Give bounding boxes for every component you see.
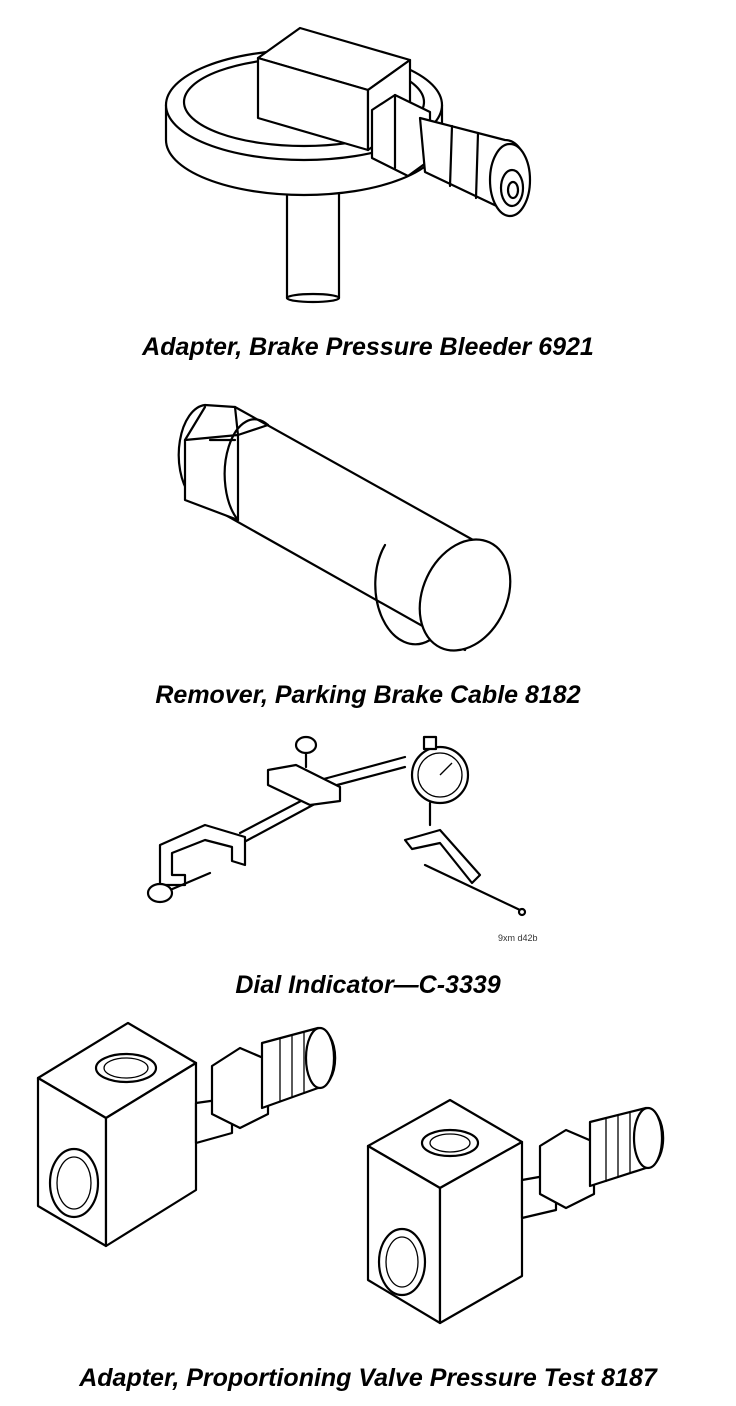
parking-brake-cable-remover-icon — [177, 403, 512, 652]
proportioning-valve-adapter-caption: Adapter, Proportioning Valve Pressure Te… — [79, 1364, 657, 1392]
proportioning-valve-adapter-icon — [36, 1021, 665, 1325]
parking-brake-cable-remover-caption: Remover, Parking Brake Cable 8182 — [155, 681, 581, 709]
dial-indicator-icon: 9xm d42b — [146, 735, 538, 943]
dial-indicator-figure: 9xm d42b — [0, 725, 736, 965]
parking-brake-cable-remover-figure — [0, 385, 736, 665]
figure-code: 9xm d42b — [498, 933, 538, 943]
brake-bleeder-adapter-figure — [0, 0, 736, 320]
brake-bleeder-adapter-caption: Adapter, Brake Pressure Bleeder 6921 — [142, 333, 594, 361]
dial-indicator-caption: Dial Indicator—C-3339 — [235, 971, 501, 999]
proportioning-valve-adapter-figure — [0, 1018, 736, 1343]
brake-bleeder-adapter-icon — [164, 26, 532, 304]
